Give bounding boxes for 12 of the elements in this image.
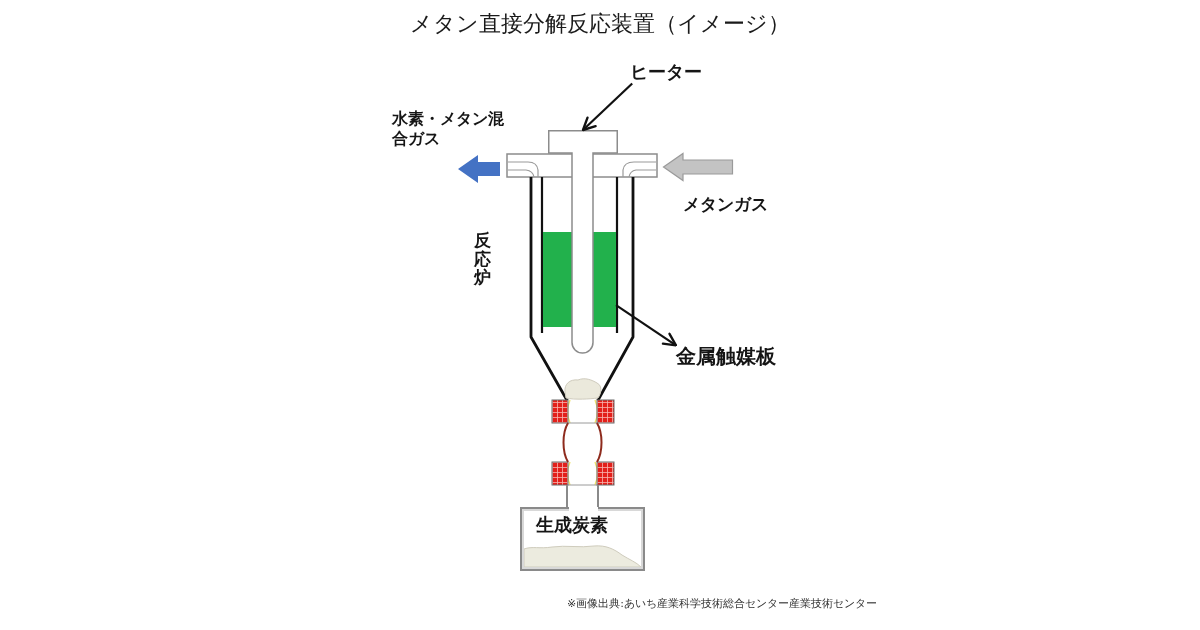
vessel-label: 生成炭素 xyxy=(536,514,608,537)
gas-label: 水素・メタン混合ガス xyxy=(392,109,505,149)
part-label: 反応炉 xyxy=(474,231,491,288)
collection-vessel xyxy=(520,507,645,571)
gas-label: メタンガス xyxy=(683,194,768,216)
leader-arrow xyxy=(581,82,633,132)
source-note: ※画像出典:あいち産業科学技術総合センター産業技術センター xyxy=(567,597,877,612)
heater-rod xyxy=(548,130,618,354)
part-label: 金属触媒板 xyxy=(676,344,776,369)
diagram-title: メタン直接分解反応装置（イメージ） xyxy=(410,10,790,38)
leader-arrow xyxy=(615,304,678,347)
part-label: ヒーター xyxy=(630,61,702,84)
